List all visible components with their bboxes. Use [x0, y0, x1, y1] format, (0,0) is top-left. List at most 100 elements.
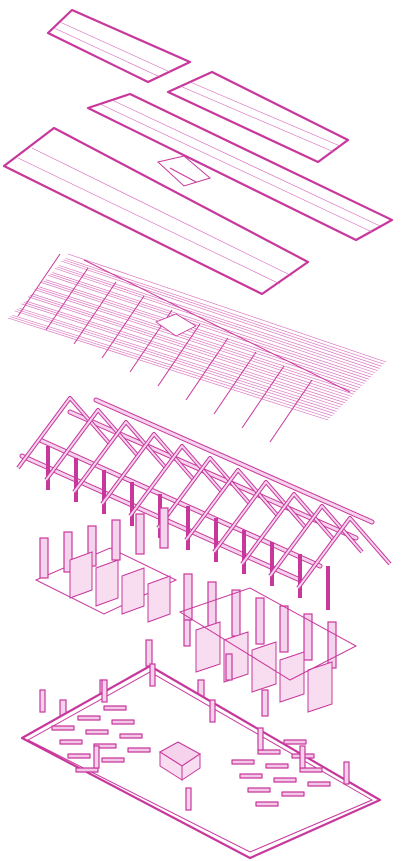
roof-panel: [86, 92, 394, 242]
ridge-line: [83, 259, 351, 393]
rafter-line: [45, 267, 89, 331]
wall-outline: [178, 587, 358, 681]
batten-line: [67, 253, 387, 363]
wall-panel: [95, 559, 119, 607]
loose-column: [261, 689, 269, 717]
wall-panel: [69, 551, 93, 599]
truss-highlight: [129, 445, 223, 517]
wall-panel: [121, 567, 145, 615]
wall-post: [183, 573, 193, 621]
wall-panel: [195, 621, 221, 673]
roof-battens-layer: [7, 253, 387, 443]
batten-line: [50, 273, 369, 380]
batten-line: [27, 296, 348, 401]
skylight-opening: [155, 313, 197, 337]
wall-post: [303, 613, 313, 661]
bench: [101, 757, 125, 763]
bench: [257, 749, 281, 755]
beam-highlight: [94, 398, 374, 524]
bench: [283, 739, 307, 745]
wall-panel: [307, 661, 333, 713]
batten-line: [21, 303, 341, 408]
floor-column: [209, 699, 216, 723]
batten-line: [23, 302, 344, 406]
batten-line: [16, 309, 337, 412]
truss-highlight: [101, 433, 195, 505]
batten-line: [43, 280, 363, 386]
floor-column: [343, 761, 350, 785]
truss-highlight: [157, 457, 251, 529]
bench: [273, 777, 297, 783]
batten-line: [61, 260, 380, 369]
floor-column: [257, 727, 264, 751]
rafter-line: [73, 281, 117, 345]
floor-column: [149, 663, 156, 687]
bench: [299, 767, 323, 773]
wall-post: [279, 605, 289, 653]
floor-column: [299, 745, 306, 769]
rafter-line: [157, 323, 201, 387]
bench: [59, 739, 83, 745]
rafter-line: [241, 365, 285, 429]
wall-post: [231, 589, 241, 637]
wall-post: [207, 581, 217, 629]
bench: [103, 705, 127, 711]
truss-member: [296, 516, 392, 590]
truss-highlight: [297, 517, 391, 589]
batten-line: [7, 317, 329, 421]
truss-highlight: [45, 409, 139, 481]
roof-panel: [166, 70, 350, 164]
floor-column: [39, 689, 46, 713]
rafter-line: [185, 337, 229, 401]
wall-post: [255, 597, 265, 645]
wall-panel: [147, 575, 171, 623]
roof-panel: [2, 126, 310, 296]
bench: [111, 719, 135, 725]
roof-cladding-layer: [2, 8, 394, 296]
truss-highlight: [269, 505, 363, 577]
batten-line: [54, 267, 374, 376]
floor-column: [185, 787, 192, 811]
bench: [231, 759, 255, 765]
bench: [85, 729, 109, 735]
wall-post: [159, 507, 169, 549]
floor-column: [93, 745, 100, 769]
truss-highlight: [213, 481, 307, 553]
wall-panel: [279, 651, 305, 703]
rafter-line: [269, 379, 313, 443]
batten-line: [65, 258, 384, 365]
batten-line: [39, 286, 359, 391]
bench: [265, 763, 289, 769]
loose-column: [145, 639, 153, 667]
truss-highlight: [17, 397, 111, 469]
roof-ridge-link: [156, 155, 212, 187]
batten-line: [19, 307, 339, 410]
rafter-line: [101, 295, 145, 359]
bench: [281, 791, 305, 797]
rafter-line: [213, 351, 257, 415]
batten-line: [32, 293, 352, 397]
batten-line: [47, 275, 367, 382]
truss-highlight: [73, 421, 167, 493]
batten-line: [36, 287, 357, 393]
bench: [67, 753, 91, 759]
truss-highlight: [185, 469, 279, 541]
bench: [77, 715, 101, 721]
bench: [247, 787, 271, 793]
partition-walls-layer: [34, 507, 358, 727]
truss-highlight: [241, 493, 335, 565]
bench: [75, 767, 99, 773]
roof-panel: [46, 8, 192, 84]
batten-line: [52, 272, 372, 378]
wall-post: [327, 621, 337, 669]
loose-column: [225, 653, 233, 681]
batten-line: [63, 259, 382, 367]
wall-post: [135, 513, 145, 555]
floor-plate-layer: [20, 663, 382, 860]
wall-post: [111, 519, 121, 561]
bench: [307, 781, 331, 787]
floor-column: [101, 679, 108, 703]
bench: [51, 725, 75, 731]
batten-line: [45, 279, 365, 384]
